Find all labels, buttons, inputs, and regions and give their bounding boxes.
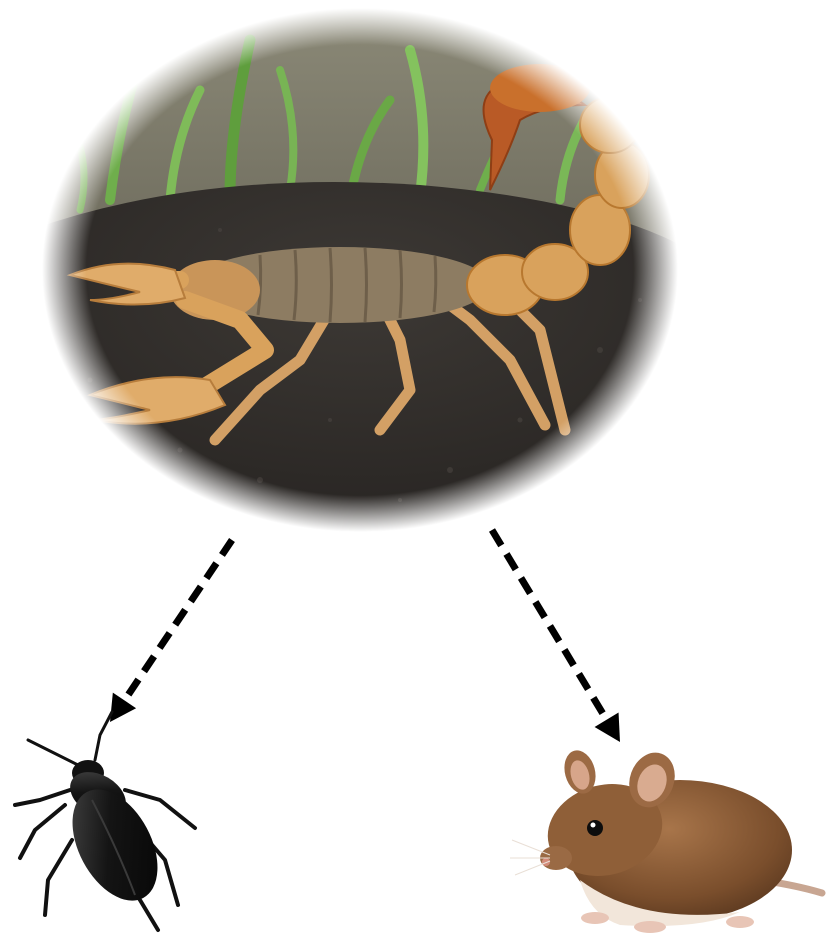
arrow-scorpion-to-beetle	[110, 540, 232, 722]
arrow-head	[595, 713, 620, 742]
scorpion-photo	[30, 0, 690, 540]
arrow-shaft	[124, 540, 232, 700]
beetle-silhouette	[15, 712, 195, 930]
mouse-photo	[510, 746, 822, 933]
arrow-scorpion-to-mouse	[492, 530, 620, 742]
edges-layer	[110, 530, 620, 742]
arrow-shaft	[492, 530, 607, 720]
arrow-head	[110, 693, 136, 722]
